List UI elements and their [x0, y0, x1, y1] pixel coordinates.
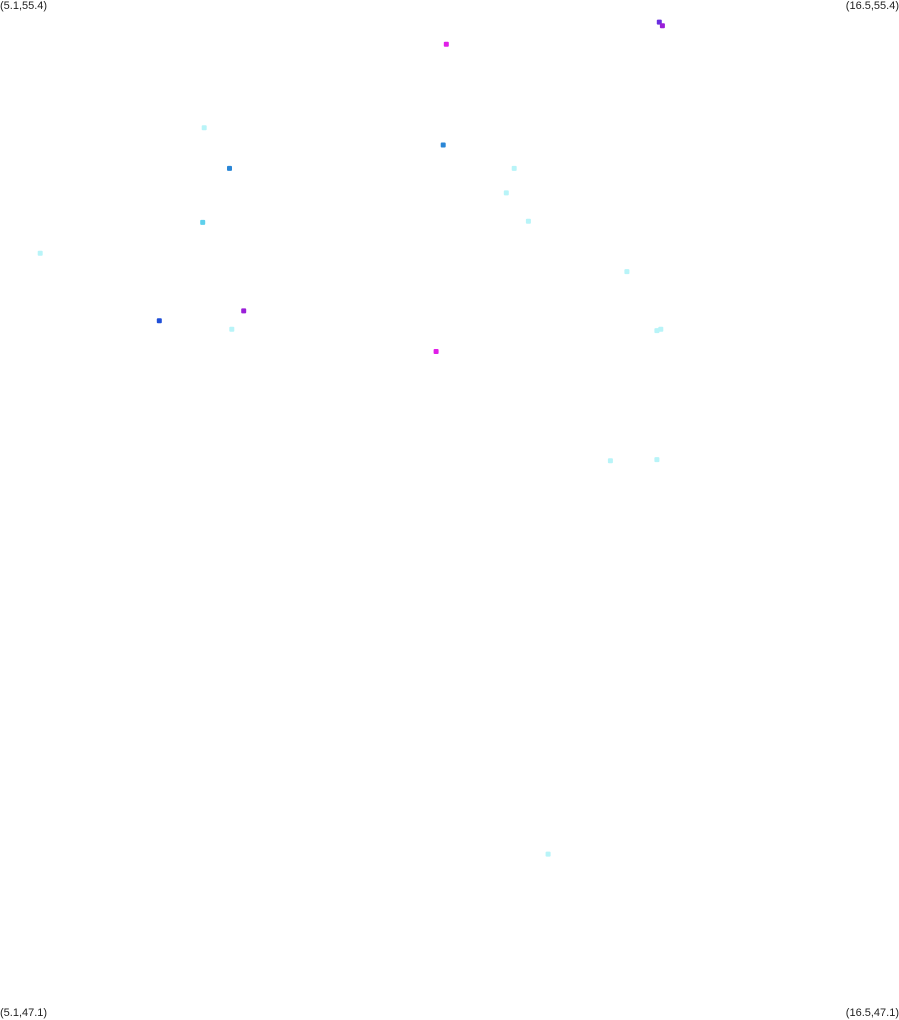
map-point-19[interactable]: [654, 457, 660, 463]
map-point-7[interactable]: [503, 190, 509, 196]
corner-label-top-left: (5.1,55.4): [0, 0, 48, 12]
map-point-17[interactable]: [433, 349, 439, 354]
corner-label-top-right: (16.5,55.4): [845, 0, 899, 12]
map-point-10[interactable]: [37, 250, 43, 256]
corner-label-bottom-left: (5.1,47.1): [0, 1007, 48, 1019]
corner-label-bottom-right: (16.5,47.1): [845, 1007, 899, 1019]
map-point-11[interactable]: [624, 269, 630, 275]
map-point-16[interactable]: [658, 326, 664, 332]
map-point-14[interactable]: [229, 326, 235, 332]
map-point-12[interactable]: [241, 308, 247, 314]
map-point-1[interactable]: [659, 23, 665, 29]
map-point-3[interactable]: [201, 125, 207, 131]
map-point-4[interactable]: [440, 142, 446, 148]
map-point-18[interactable]: [607, 458, 613, 464]
map-point-6[interactable]: [511, 165, 517, 171]
map-point-8[interactable]: [525, 218, 531, 224]
map-point-13[interactable]: [156, 318, 162, 324]
map-point-20[interactable]: [545, 851, 551, 857]
map-point-5[interactable]: [227, 165, 232, 171]
map-point-9[interactable]: [200, 219, 206, 225]
map-point-15[interactable]: [654, 328, 660, 334]
map-point-2[interactable]: [443, 41, 449, 47]
map-point-0[interactable]: [656, 19, 662, 25]
